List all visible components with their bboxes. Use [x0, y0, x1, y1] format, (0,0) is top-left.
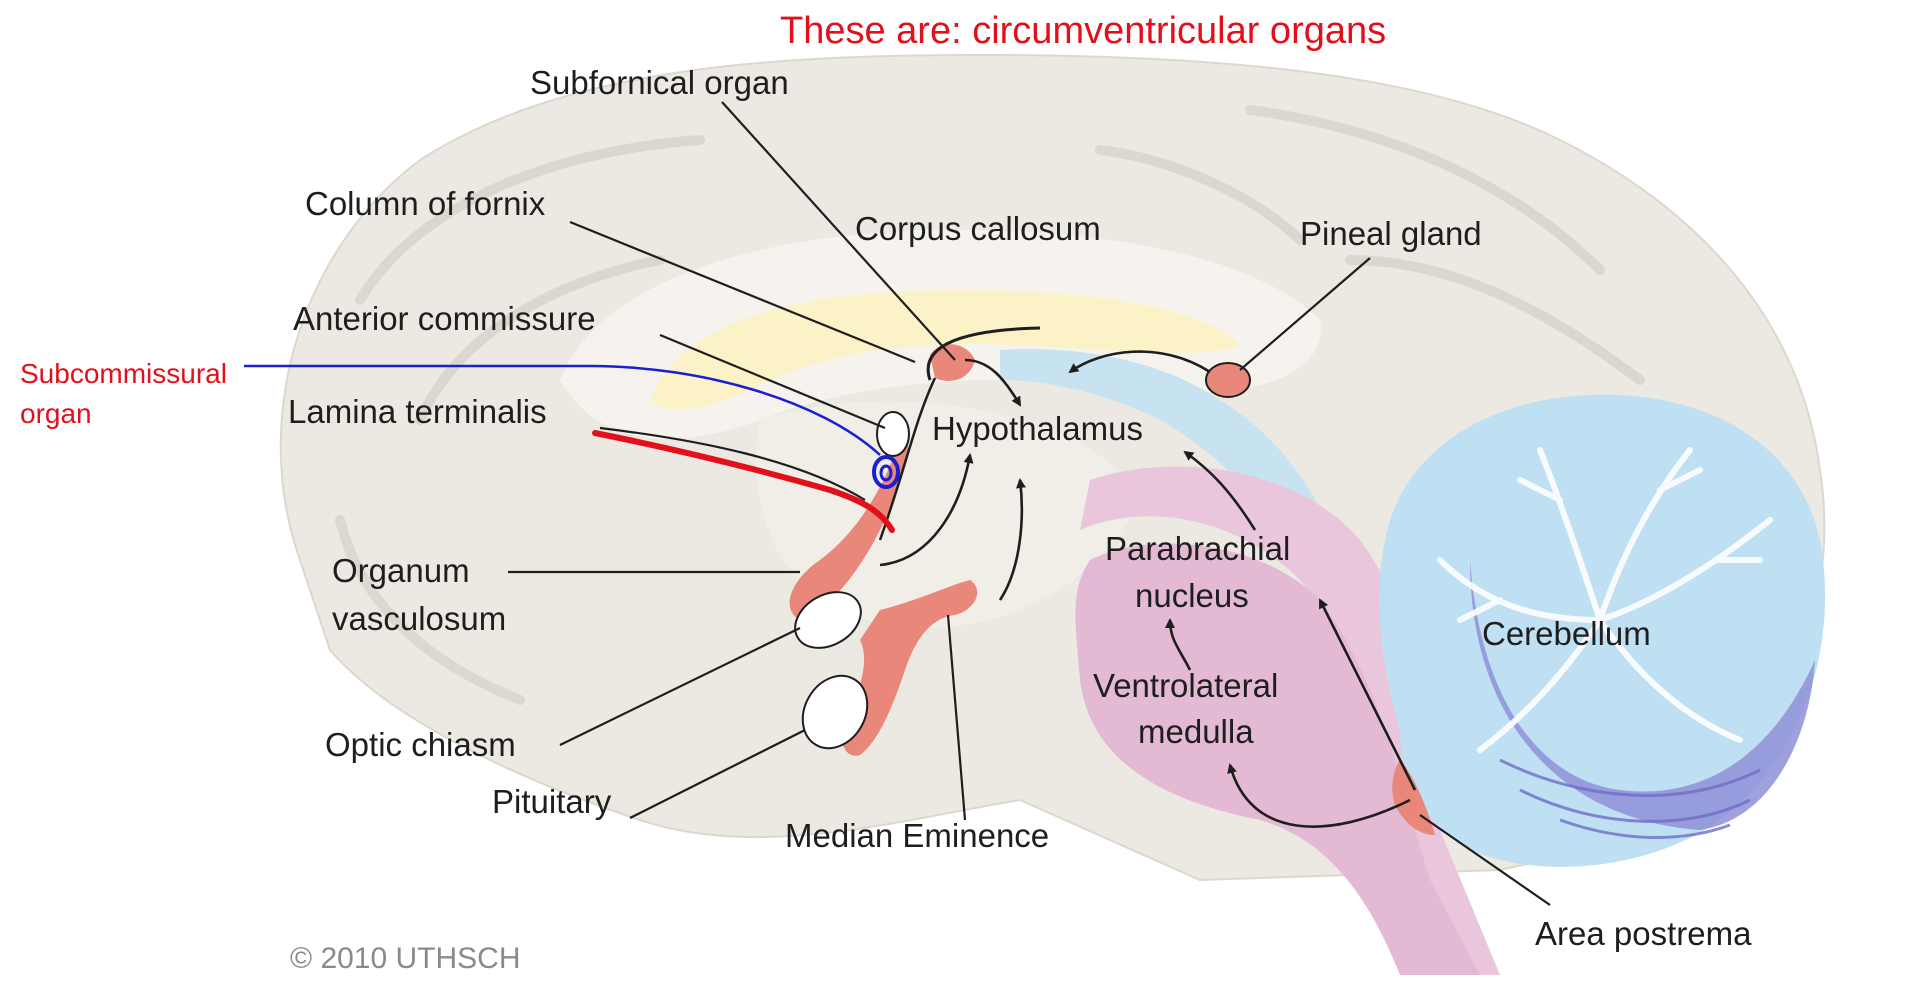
cerebellum-shape	[1379, 394, 1826, 867]
corpus-callosum-shape	[650, 290, 1240, 410]
label-hypothalamus: Hypothalamus	[932, 410, 1143, 447]
label-column-of-fornix: Column of fornix	[305, 185, 546, 222]
label-corpus-callosum: Corpus callosum	[855, 210, 1101, 247]
flow-arrows	[879, 350, 1417, 828]
fornix-arc	[926, 326, 1041, 381]
label-cerebellum: Cerebellum	[1482, 615, 1651, 652]
subcommissural-circle-inner	[879, 464, 893, 482]
cerebellum-stripes	[1499, 758, 1761, 839]
label-subfornical-organ: Subfornical organ	[530, 64, 789, 101]
label-organum-line2: vasculosum	[332, 600, 506, 637]
subfornical-organ-shape	[930, 344, 975, 381]
label-organum-line1: Organum	[332, 552, 470, 589]
pons-medulla	[1075, 543, 1480, 975]
label-subcommissural-line1: Subcommissural	[20, 358, 227, 389]
copyright-notice: © 2010 UTHSCH	[290, 942, 521, 975]
label-pituitary: Pituitary	[492, 783, 612, 820]
subcommissural-circle	[872, 455, 900, 489]
label-ventrolateral-line1: Ventrolateral	[1093, 667, 1278, 704]
label-median-eminence: Median Eminence	[785, 817, 1049, 854]
label-anterior-commissure: Anterior commissure	[293, 300, 596, 337]
label-lamina-terminalis: Lamina terminalis	[288, 393, 547, 430]
label-parabrachial-line2: nucleus	[1135, 577, 1249, 614]
subcommissural-pointer-line	[244, 364, 881, 456]
median-eminence-shape	[841, 580, 978, 756]
label-pineal-gland: Pineal gland	[1300, 215, 1482, 252]
area-postrema-shape	[1392, 760, 1435, 835]
optic-chiasm-shape	[794, 591, 862, 649]
pituitary-shape	[801, 674, 869, 750]
page-title: These are: circumventricular organs	[780, 10, 1386, 52]
cerebellum-folia	[1437, 447, 1773, 753]
lamina-terminalis-highlight	[592, 430, 895, 533]
label-subcommissural-line2: organ	[20, 398, 92, 429]
organum-vasculosum-shape	[789, 420, 909, 620]
label-optic-chiasm: Optic chiasm	[325, 726, 516, 763]
gyri-folds	[335, 105, 1645, 705]
label-ventrolateral-line2: medulla	[1138, 713, 1254, 750]
anterior-commissure-shape	[876, 411, 910, 457]
label-area-postrema: Area postrema	[1535, 915, 1752, 952]
pineal-gland-shape	[1205, 362, 1251, 398]
lamina-arc	[878, 377, 937, 541]
label-parabrachial-line1: Parabrachial	[1105, 530, 1290, 567]
leader-lines	[508, 101, 1551, 906]
